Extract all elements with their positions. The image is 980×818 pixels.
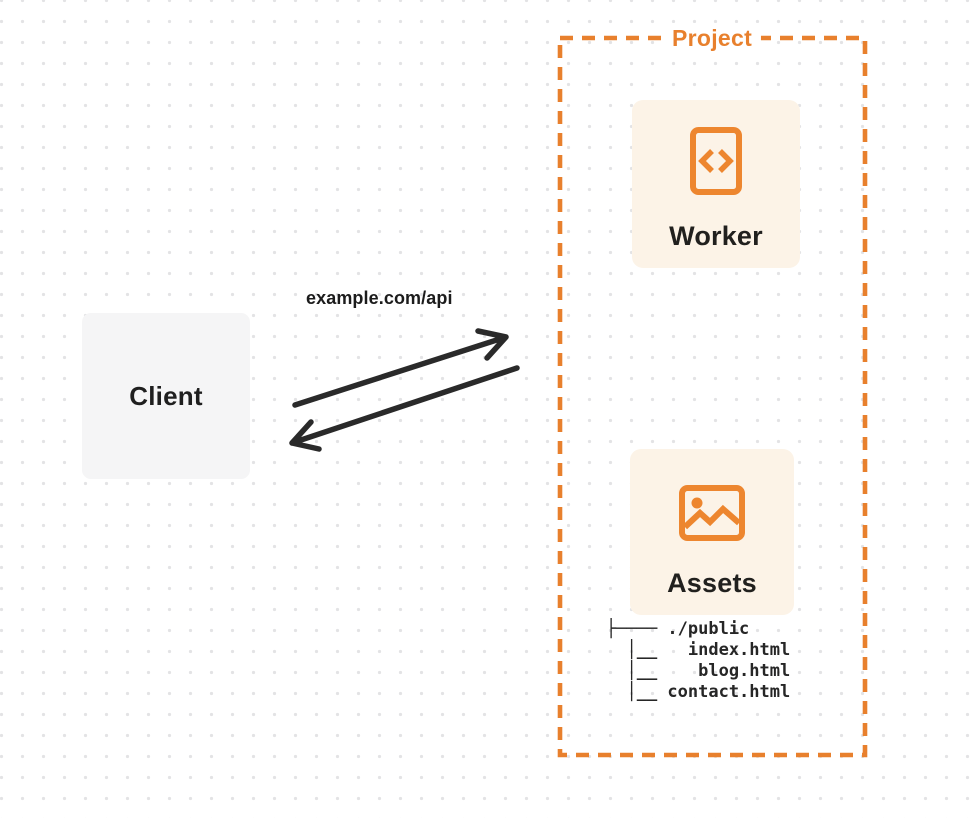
image-icon — [679, 485, 745, 541]
client-label: Client — [129, 380, 203, 411]
worker-label: Worker — [669, 221, 763, 251]
worker-node: Worker — [632, 100, 800, 268]
assets-label: Assets — [667, 568, 757, 598]
tree-line-index: │__ index.html — [606, 640, 791, 660]
code-file-icon — [690, 127, 742, 195]
tree-line-contact: │__ contact.html — [606, 682, 791, 702]
tree-line-blog: │__ blog.html — [606, 661, 791, 681]
assets-node: Assets — [630, 449, 794, 615]
client-node: Client — [82, 313, 250, 479]
tree-line-public: ├──── ./public — [606, 619, 750, 639]
request-url-label: example.com/api — [306, 288, 453, 308]
response-arrow — [289, 365, 520, 452]
project-dashed-border — [557, 35, 868, 758]
assets-file-tree: ├──── ./public │__ index.html │__ blog.h… — [606, 619, 790, 703]
project-label: Project — [662, 23, 762, 53]
request-arrow — [292, 328, 509, 408]
